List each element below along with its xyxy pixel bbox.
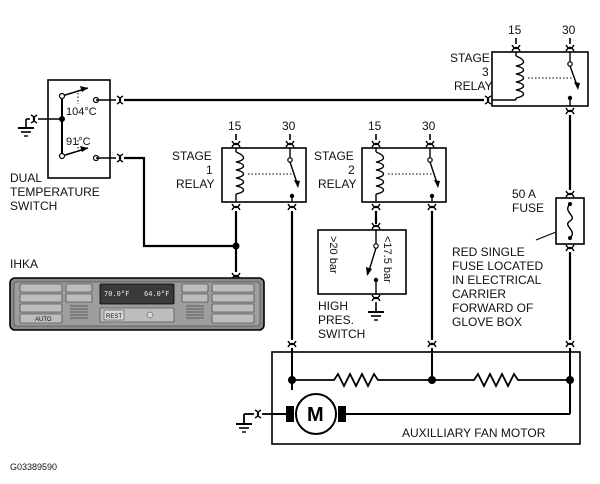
fuse-50a xyxy=(555,190,585,252)
fuse-element xyxy=(567,203,573,239)
stage2-label-line3: RELAY xyxy=(318,177,356,191)
stage1-terminal-30: 30 xyxy=(282,119,296,133)
ihka-rest-button-label: REST xyxy=(106,314,122,320)
stage2-coil xyxy=(375,151,385,195)
stage-1-relay: 15 30 xyxy=(221,119,307,211)
ground-symbol xyxy=(18,127,34,137)
motor-symbol-label: M xyxy=(307,404,324,426)
fuse-note-line1: RED SINGLE xyxy=(452,245,525,259)
junction-dot xyxy=(232,242,240,250)
stage2-terminal-15: 15 xyxy=(368,119,382,133)
stage1-coil xyxy=(235,151,245,195)
ground-symbol xyxy=(368,311,384,321)
temp-high-label: 104°C xyxy=(66,106,97,118)
stage3-label-line2: 3 xyxy=(482,65,489,79)
fuse-note-line2: FUSE LOCATED xyxy=(452,259,543,273)
switch-label-line2: TEMPERATURE xyxy=(10,185,100,199)
ground-symbol xyxy=(236,423,252,433)
fuse-note-line5: FORWARD OF xyxy=(452,301,533,315)
leader-line xyxy=(535,231,557,241)
pressure-label-line3: SWITCH xyxy=(318,327,365,341)
temp-low-label: 91°C xyxy=(66,136,91,148)
auxiliary-fan-motor: M AUXILLIARY FAN MOTOR xyxy=(271,348,581,445)
stage1-terminal-15: 15 xyxy=(228,119,242,133)
fuse-note-line3: IN ELECTRICAL xyxy=(452,273,542,287)
figure-id: G03389590 xyxy=(10,462,57,472)
fuse-label-line1: 50 A xyxy=(512,187,536,201)
stage1-label-line3: RELAY xyxy=(176,177,214,191)
ihka-auto-button-label: AUTO xyxy=(35,317,52,323)
ihka-right-buttons xyxy=(181,283,255,324)
ihka-display-left-temp: 70.0°F xyxy=(104,290,129,298)
high-pressure-switch: <17.5 bar >20 bar xyxy=(317,222,407,321)
stage-3-relay: 15 30 xyxy=(491,23,589,115)
ihka-label: IHKA xyxy=(10,257,38,271)
stage3-label-line1: STAGE xyxy=(450,51,490,65)
stage2-terminal-30: 30 xyxy=(422,119,436,133)
ihka-display xyxy=(99,283,175,305)
pressure-low-label: >20 bar xyxy=(327,236,339,274)
stage3-terminal-30: 30 xyxy=(562,23,576,37)
fan-icon xyxy=(146,311,154,319)
motor-label: AUXILLIARY FAN MOTOR xyxy=(402,426,546,440)
stage1-label-line2: 1 xyxy=(206,163,213,177)
stage3-label-line3: RELAY xyxy=(454,79,492,93)
stage2-label-line1: STAGE xyxy=(314,149,354,163)
stage-2-relay: 15 30 xyxy=(361,119,447,211)
pressure-label-line2: PRES. xyxy=(318,313,354,327)
switch-label-line1: DUAL xyxy=(10,171,42,185)
pressure-label-line1: HIGH xyxy=(318,299,348,313)
dual-temperature-switch: 104°C 91°C xyxy=(18,79,124,179)
resistor-1 xyxy=(292,371,432,389)
ihka-left-buttons: AUTO xyxy=(19,283,93,324)
fuse-note-line6: GLOVE BOX xyxy=(452,315,522,329)
pressure-high-label: <17.5 bar xyxy=(381,236,393,283)
fuse-note-line4: CARRIER xyxy=(452,287,506,301)
stage3-terminal-15: 15 xyxy=(508,23,522,37)
ihka-control-panel: AUTO 70.0°F 64.0°F REST xyxy=(9,277,265,331)
switch-label-line3: SWITCH xyxy=(10,199,57,213)
resistor-2 xyxy=(432,371,570,389)
fuse-label-line2: FUSE xyxy=(512,201,544,215)
stage3-coil xyxy=(515,55,525,99)
stage2-label-line2: 2 xyxy=(348,163,355,177)
motor-symbol xyxy=(295,393,337,435)
ihka-display-right-temp: 64.0°F xyxy=(144,290,169,298)
stage1-label-line1: STAGE xyxy=(172,149,212,163)
